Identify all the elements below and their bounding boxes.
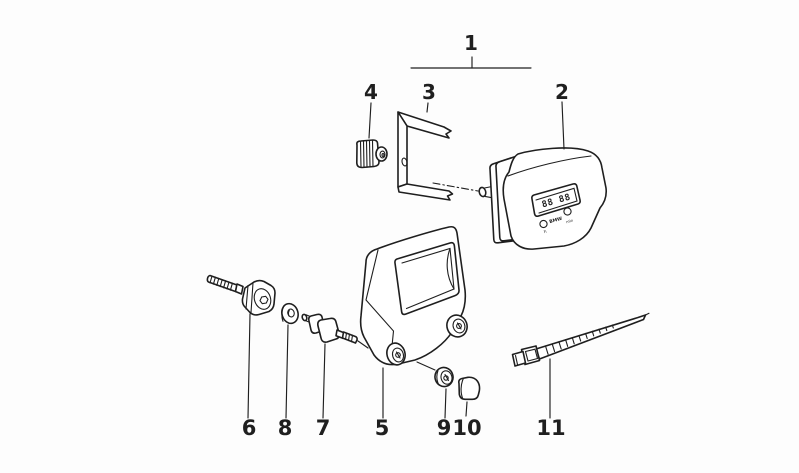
clock-minute-label: min (565, 217, 574, 224)
leader-line-9 (444, 388, 447, 419)
clock-display-inner (535, 187, 578, 214)
callout-5[interactable]: 5 (375, 416, 390, 440)
callout-6[interactable]: 6 (242, 416, 257, 440)
housing-foot-right (446, 314, 468, 338)
leader-lines (247, 101, 565, 419)
part-cable-tie (511, 312, 650, 367)
callout-9[interactable]: 9 (437, 416, 452, 440)
part-bolt (206, 274, 276, 316)
clock-bezel-line (507, 155, 592, 177)
callout-labels: 1 2 3 4 5 6 7 8 9 10 11 (242, 31, 569, 440)
callout-2[interactable]: 2 (555, 80, 569, 104)
leader-line-8 (285, 324, 289, 419)
clock-hour-button (539, 219, 548, 229)
leader-line-10 (465, 401, 468, 417)
callout-4[interactable]: 4 (364, 80, 378, 104)
part-washer (281, 302, 299, 325)
housing-window-depth (446, 247, 455, 290)
part-housing (359, 225, 468, 366)
part-rubber-mount (301, 313, 358, 344)
leader-line-3 (426, 102, 429, 113)
cable-tie-tail (511, 350, 527, 367)
housing-foot-left (386, 342, 406, 366)
callout-11[interactable]: 11 (536, 416, 565, 440)
alignment-line-housing-nut (416, 361, 436, 371)
callout-10[interactable]: 10 (452, 416, 481, 440)
housing-window-inner (401, 247, 455, 310)
clock-hour-label: h (543, 229, 547, 235)
callout-8[interactable]: 8 (278, 416, 293, 440)
callout-3[interactable]: 3 (422, 80, 436, 104)
part-clock: 88 88 BMW h min (478, 147, 608, 250)
callout-7[interactable]: 7 (316, 416, 331, 440)
leader-line-4 (368, 102, 372, 139)
callout-1[interactable]: 1 (464, 31, 478, 55)
part-grommet (356, 139, 388, 169)
clock-minute-button (563, 207, 572, 216)
part-nut (434, 366, 454, 388)
part-cap (458, 376, 481, 401)
alignment-line-mount-housing (357, 340, 369, 349)
assembly-bracket-line (410, 56, 532, 69)
clock-brand-label: BMW (549, 216, 563, 225)
leader-line-2 (561, 101, 565, 150)
clock-display-window (531, 183, 581, 218)
part-bracket (397, 111, 454, 201)
leader-line-6 (247, 313, 251, 419)
leader-line-7 (322, 343, 326, 419)
